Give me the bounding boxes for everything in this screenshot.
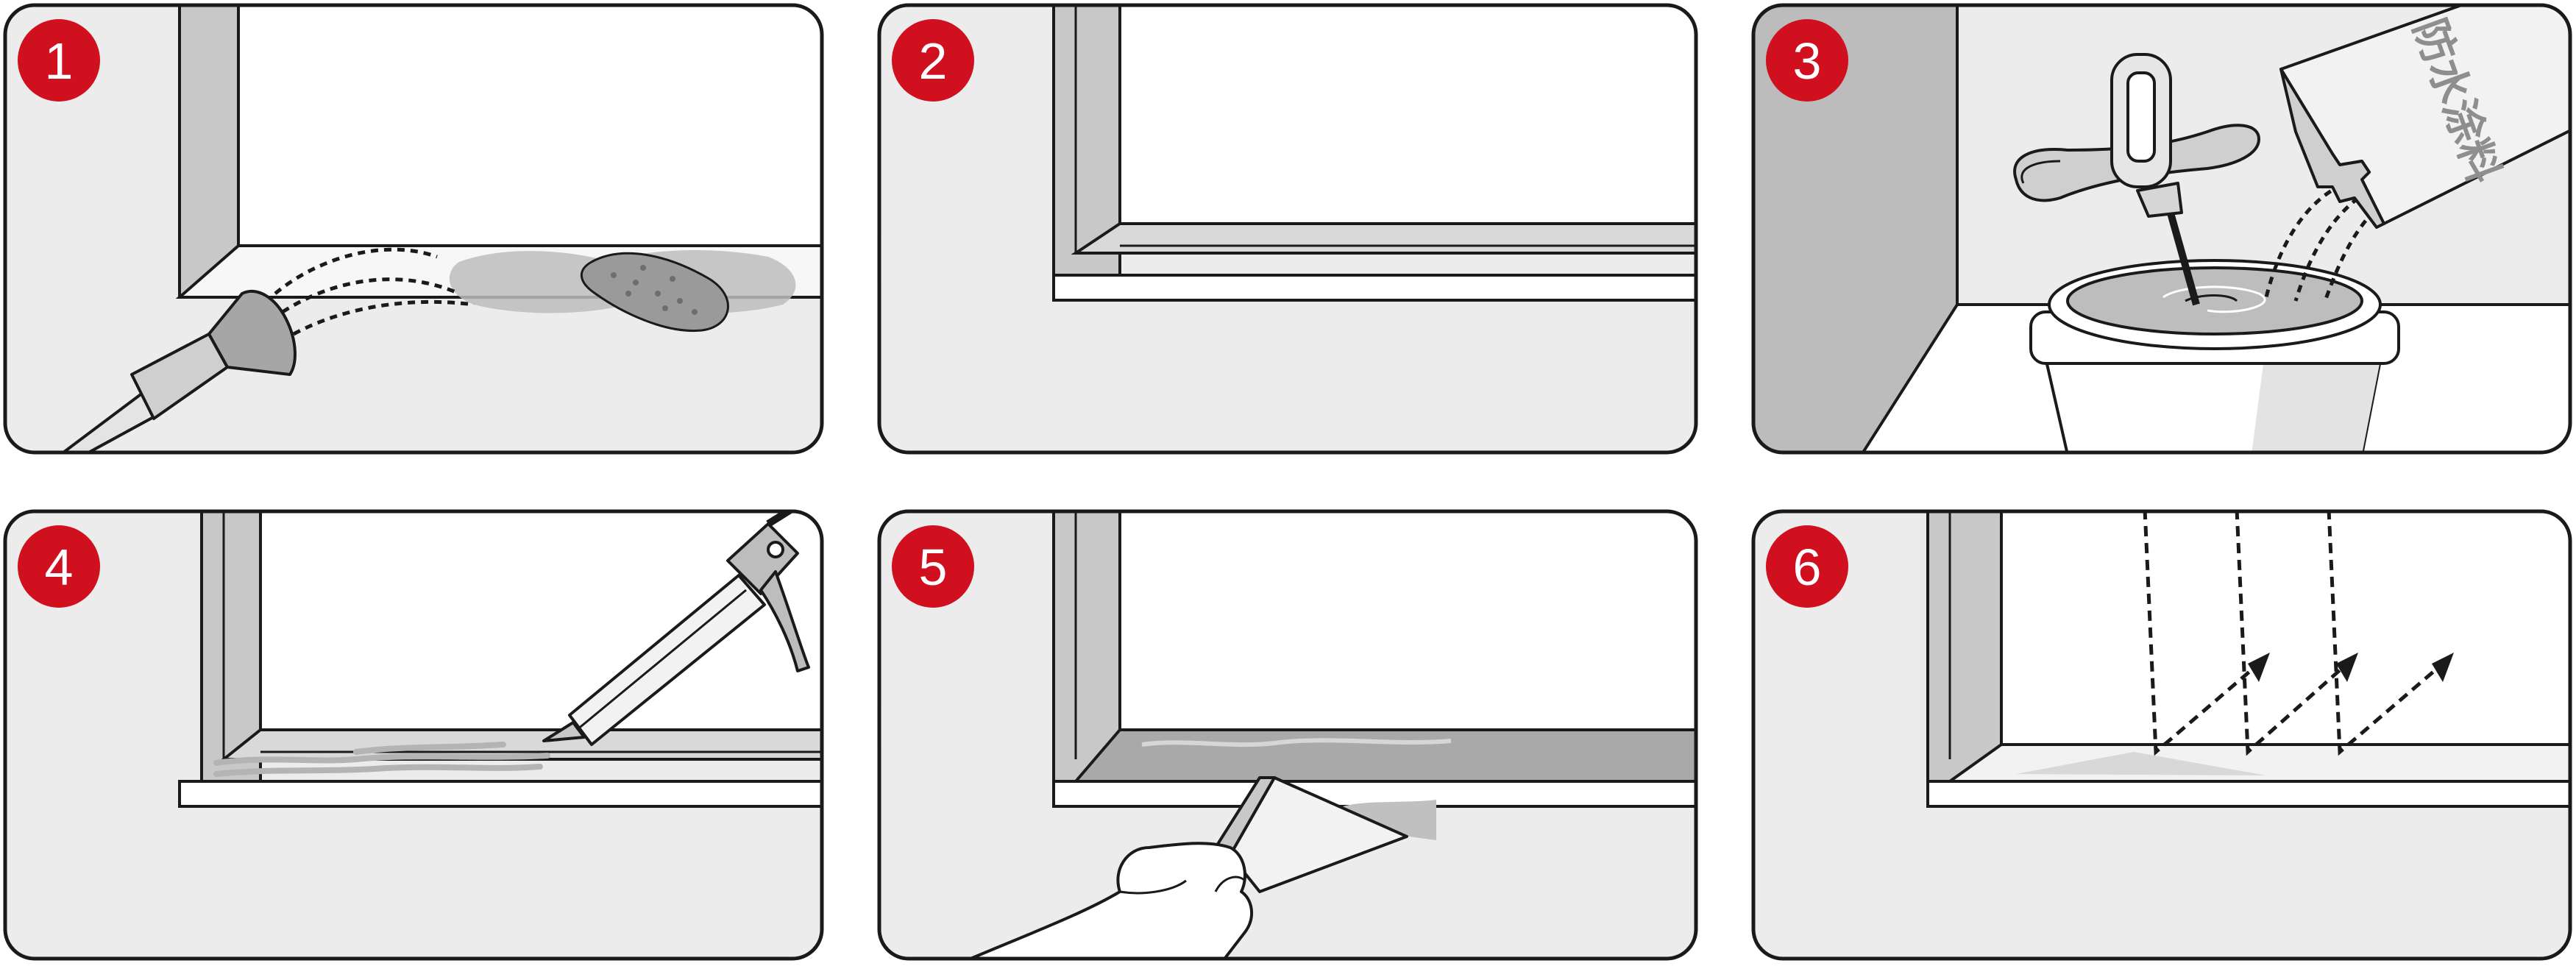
window-glass [2001,511,2570,745]
hand-icon [964,842,1254,959]
step-number: 3 [1793,32,1822,90]
mixer-icon [2013,53,2260,306]
vacuum-nozzle-icon [53,289,297,452]
window-glass [1118,511,1696,731]
window-glass [238,5,822,246]
step-badge [18,19,100,102]
scraper-icon [1214,776,1408,893]
window-glass [1118,5,1696,225]
window-frame-left [178,5,240,299]
step-badge [892,19,974,102]
sponge-icon [580,252,729,333]
window-sill [1052,274,1696,302]
step-badge [18,525,100,608]
step-6-panel: 6 [1751,509,2572,961]
step-number: 1 [45,32,74,90]
step-badge [892,525,974,608]
spray-lines [274,247,475,336]
bucket-icon [2029,259,2400,452]
step-3-panel: 防水涂料 3 [1751,3,2572,455]
step-4-panel: 4 [3,509,824,961]
window-frame-left [1052,511,1121,783]
window-sill [1926,780,2570,808]
step-5-panel: 5 [877,509,1698,961]
step-number: 6 [1793,539,1822,596]
step-badge [1766,525,1848,608]
drying-arrows [2143,511,2444,756]
window-sill [178,780,822,808]
window-frame-left [1926,511,2003,783]
step-number: 2 [919,32,948,90]
step-1-panel: 1 [3,3,824,455]
coated-sill [1072,728,1696,783]
step-2-panel: 2 [877,3,1698,455]
step-number: 4 [45,539,74,596]
caulking-gun-icon [542,511,822,746]
arrow-heads [2248,653,2454,682]
step-badge [1766,19,1848,102]
powder-bag-icon [2279,5,2570,229]
cured-sill [1945,743,2570,783]
step-number: 5 [919,539,948,596]
sealant-bead [213,742,550,777]
